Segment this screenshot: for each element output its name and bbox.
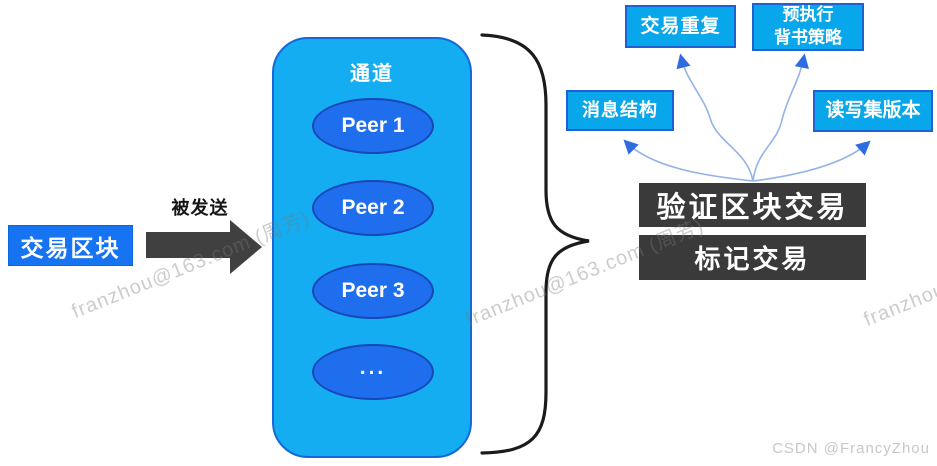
send-arrow-label: 被发送 bbox=[171, 198, 229, 218]
peer-1-node: Peer 1 bbox=[312, 98, 434, 154]
check-tx-duplicate-box: 交易重复 bbox=[625, 5, 736, 48]
connector-endorsement-policy bbox=[752, 53, 809, 182]
csdn-credit: CSDN @FrancyZhou bbox=[772, 440, 930, 457]
channel-title: 通道 bbox=[350, 63, 394, 85]
peer-3-node: Peer 3 bbox=[312, 263, 434, 319]
mark-transactions-box: 标记交易 bbox=[639, 235, 866, 280]
check-message-structure-box: 消息结构 bbox=[566, 90, 674, 131]
transaction-block-node: 交易区块 bbox=[8, 225, 133, 266]
peer-2-node: Peer 2 bbox=[312, 180, 434, 236]
check-rwset-version-box: 读写集版本 bbox=[813, 90, 933, 132]
validate-block-transactions-box: 验证区块交易 bbox=[639, 183, 866, 227]
check-endorsement-policy-box: 预执行 背书策略 bbox=[752, 3, 864, 51]
connector-tx-duplicate bbox=[676, 53, 754, 182]
peer-more-label: ... bbox=[359, 356, 387, 379]
watermark-text: franzhou@163.com (周芳) bbox=[860, 215, 937, 332]
peer-more-node: ... bbox=[312, 344, 434, 400]
connector-message-structure bbox=[623, 139, 754, 182]
connector-rwset-version bbox=[752, 140, 871, 182]
